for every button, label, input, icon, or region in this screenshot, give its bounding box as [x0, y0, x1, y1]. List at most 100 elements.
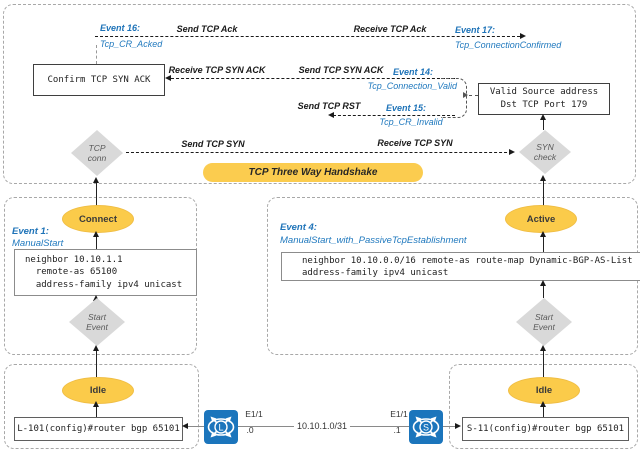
syn-check-line2: check: [533, 152, 557, 162]
tcp-conn-line2: conn: [87, 153, 107, 163]
active-state-ellipse: Active: [505, 205, 577, 233]
active-to-syncheck-arrowhead-icon: [540, 175, 546, 181]
event4-name: ManualStart_with_PassiveTcpEstablishment: [280, 235, 467, 246]
config1-to-connect-arrowhead-icon: [93, 231, 99, 237]
confirm-syn-ack-box: Confirm TCP SYN ACK: [33, 64, 165, 96]
cli-box-left: L-101(config)#router bgp 65101: [14, 417, 183, 441]
svg-text:L: L: [218, 423, 223, 433]
cli-left-text: L-101(config)#router bgp 65101: [17, 424, 180, 434]
syn-arrow-line: [126, 152, 512, 153]
event14-label: Event 14:: [393, 67, 434, 77]
handshake-title: TCP Three Way Handshake: [248, 167, 378, 178]
idle-state-ellipse-right: Idle: [508, 377, 580, 404]
cli-to-idle-right-line: [543, 407, 545, 417]
subnet-label: 10.10.1.0/31: [293, 421, 351, 431]
idle-to-startevent-left-arrowhead-icon: [93, 345, 99, 351]
bgp-config-box-left: neighbor 10.10.1.1 remote-as 65100 addre…: [14, 249, 197, 296]
ack-arrow-line: [95, 36, 520, 37]
startevent1-to-config-arrowhead-icon: [93, 295, 99, 301]
link-to-cli-right-arrowhead-icon: [455, 423, 461, 429]
event14-name: Tcp_Connection_Valid: [367, 81, 457, 91]
svg-text:S: S: [423, 423, 429, 433]
event16-connector-line: [96, 45, 97, 64]
config2-line1: neighbor 10.10.0.0/16 remote-as route-ma…: [302, 255, 633, 266]
cli-to-idle-right-arrowhead-icon: [540, 401, 546, 407]
active-state-label: Active: [526, 213, 556, 225]
rst-arrow-line: [333, 115, 455, 116]
event15-label: Event 15:: [386, 103, 427, 113]
startevent2-to-config-arrowhead-icon: [540, 280, 546, 286]
idle-to-startevent-right-arrowhead-icon: [540, 345, 546, 351]
link-to-cli-left-line: [188, 426, 204, 427]
startevent2-to-config-line: [543, 286, 545, 298]
bgp-config-box-right: neighbor 10.10.0.0/16 remote-as route-ma…: [281, 252, 640, 281]
left-interface-label: E1/1: [245, 409, 263, 419]
idle-to-startevent-left-line: [96, 351, 98, 377]
right-interface-label: E1/1: [390, 409, 408, 419]
config1-line1: neighbor 10.10.1.1: [25, 254, 123, 265]
send-tcp-syn-label: Send TCP SYN: [181, 139, 245, 149]
ack-arrowhead-icon: [520, 33, 526, 39]
idle-state-ellipse-left: Idle: [62, 377, 134, 404]
event16-label: Event 16:: [100, 23, 141, 33]
event-bracket: [441, 78, 467, 118]
cli-right-text: S-11(config)#router bgp 65101: [466, 424, 625, 434]
receive-tcp-ack-label: Receive TCP Ack: [353, 24, 427, 34]
start-event-right-line2: Event: [533, 322, 555, 332]
syn-check-to-valid-line: [543, 120, 545, 130]
valid-source-box: Valid Source address Dst TCP Port 179: [478, 83, 610, 115]
active-to-syncheck-line: [543, 181, 545, 206]
handshake-section-border: [3, 4, 636, 184]
router-s-icon: S: [409, 410, 443, 444]
idle-right-label: Idle: [535, 385, 553, 396]
send-tcp-rst-label: Send TCP RST: [297, 101, 361, 111]
handshake-title-pill: TCP Three Way Handshake: [203, 163, 423, 182]
confirm-syn-ack-text: Confirm TCP SYN ACK: [47, 74, 151, 85]
start-event-left-line2: Event: [86, 322, 108, 332]
send-tcp-syn-ack-label: Send TCP SYN ACK: [298, 65, 384, 75]
valid-source-line2: Dst TCP Port 179: [500, 100, 588, 110]
event4-label: Event 4:: [280, 222, 317, 233]
event1-label: Event 1:: [12, 226, 49, 237]
link-to-cli-left-arrowhead-icon: [182, 423, 188, 429]
receive-tcp-syn-label: Receive TCP SYN: [377, 138, 453, 148]
bracket-chevron-icon: [463, 92, 468, 98]
cli-box-right: S-11(config)#router bgp 65101: [462, 417, 629, 441]
router-l-icon: L: [204, 410, 238, 444]
event15-name: Tcp_CR_Invalid: [379, 117, 443, 127]
config1-line2: remote-as 65100: [25, 267, 118, 278]
syn-check-line1: SYN: [536, 142, 554, 152]
config2-to-active-arrowhead-icon: [540, 231, 546, 237]
connect-state-label: Connect: [79, 213, 117, 225]
syn-ack-arrow-line: [171, 78, 455, 79]
config2-line2: address-family ipv4 unicast: [302, 267, 449, 278]
cli-to-idle-left-arrowhead-icon: [93, 401, 99, 407]
start-event-right-line1: Start: [535, 312, 553, 322]
config2-to-active-line: [543, 237, 545, 252]
receive-tcp-syn-ack-label: Receive TCP SYN ACK: [168, 65, 266, 75]
bracket-connector-line: [469, 95, 478, 96]
syn-check-to-valid-arrowhead-icon: [540, 114, 546, 120]
right-ip-label: .1: [393, 425, 401, 435]
link-to-cli-right-line: [443, 426, 455, 427]
config1-line3: address-family ipv4 unicast: [25, 279, 183, 290]
connect-to-tcpconn-arrowhead-icon: [93, 177, 99, 183]
event17-name: Tcp_ConnectionConfirmed: [455, 40, 562, 50]
send-tcp-ack-label: Send TCP Ack: [176, 24, 238, 34]
rst-arrowhead-icon: [328, 112, 334, 118]
tcp-conn-line1: TCP: [88, 143, 106, 153]
event17-label: Event 17:: [455, 25, 496, 35]
syn-arrowhead-icon: [509, 149, 515, 155]
config1-to-connect-line: [96, 237, 98, 249]
idle-to-startevent-right-line: [543, 351, 545, 377]
valid-source-line1: Valid Source address: [489, 87, 599, 97]
start-event-left-line1: Start: [88, 312, 106, 322]
event1-name: ManualStart: [12, 238, 64, 249]
idle-left-label: Idle: [89, 385, 107, 396]
connect-to-tcpconn-line: [96, 183, 98, 206]
event16-name: Tcp_CR_Acked: [100, 39, 163, 49]
cli-to-idle-left-line: [96, 407, 98, 417]
syn-ack-arrowhead-icon: [165, 75, 171, 81]
idle-left-section-border: [4, 364, 199, 449]
